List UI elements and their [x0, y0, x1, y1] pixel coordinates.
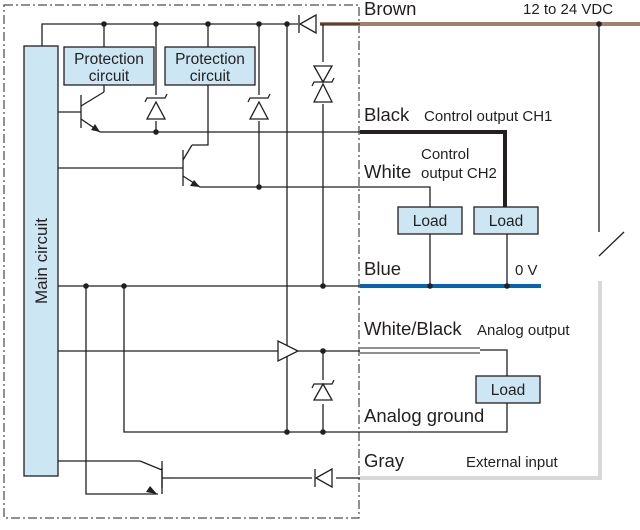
blue-wire-label: Blue [364, 258, 401, 279]
protection-circuit-block [164, 46, 256, 86]
zener-diode [247, 93, 271, 121]
analog-output-label: Analog output [477, 322, 570, 339]
white-wire-label: White [364, 161, 411, 182]
junction-dot [504, 283, 510, 289]
control-output-ch2-label: output CH2 [421, 165, 497, 182]
analog-ground-label: Analog ground [364, 405, 484, 426]
sensor-enclosure [3, 4, 360, 519]
supply-voltage-label: 12 to 24 VDC [523, 1, 613, 18]
junction-dot [427, 283, 433, 289]
external-input-label: External input [466, 454, 559, 471]
load-block [475, 375, 541, 404]
load-label: Load [491, 382, 525, 399]
protection-circuit-label: Protection [74, 51, 144, 68]
diode-icon [312, 467, 336, 489]
transistor-arrow [91, 124, 100, 132]
black-wire-label: Black [364, 104, 410, 125]
load-block [473, 206, 539, 235]
control-output-ch2-label: Control [421, 146, 469, 163]
white-black-wire [360, 347, 480, 354]
zener-diode [311, 379, 335, 404]
zener-diode [144, 93, 168, 121]
gray-wire-label: Gray [364, 450, 405, 471]
diode-icon [298, 13, 320, 35]
amplifier-icon [277, 339, 300, 363]
white-wire [360, 186, 431, 209]
zener-diode [311, 62, 335, 104]
internal-wiring [41, 23, 360, 495]
transistor-arrow [146, 486, 157, 494]
load-label: Load [489, 213, 523, 230]
main-circuit-block [23, 45, 59, 477]
transistor-arrow [190, 180, 200, 187]
control-output-ch1-label: Control output CH1 [424, 108, 552, 125]
protection-circuit-label: circuit [89, 68, 130, 85]
protection-circuit-label: circuit [190, 68, 231, 85]
protection-circuit-block [63, 46, 155, 86]
junction-dot [596, 21, 602, 27]
junction-dots [83, 21, 326, 435]
white-black-wire-label: White/Black [364, 318, 462, 339]
gray-wire [360, 281, 602, 480]
black-wire [360, 130, 507, 209]
protection-circuit-label: Protection [175, 51, 245, 68]
external-connections [360, 24, 625, 433]
main-circuit-label: Main circuit [32, 218, 51, 304]
zero-volt-label: 0 V [515, 262, 538, 279]
load-block [397, 206, 463, 235]
brown-wire-label: Brown [364, 0, 416, 19]
load-label: Load [413, 213, 447, 230]
